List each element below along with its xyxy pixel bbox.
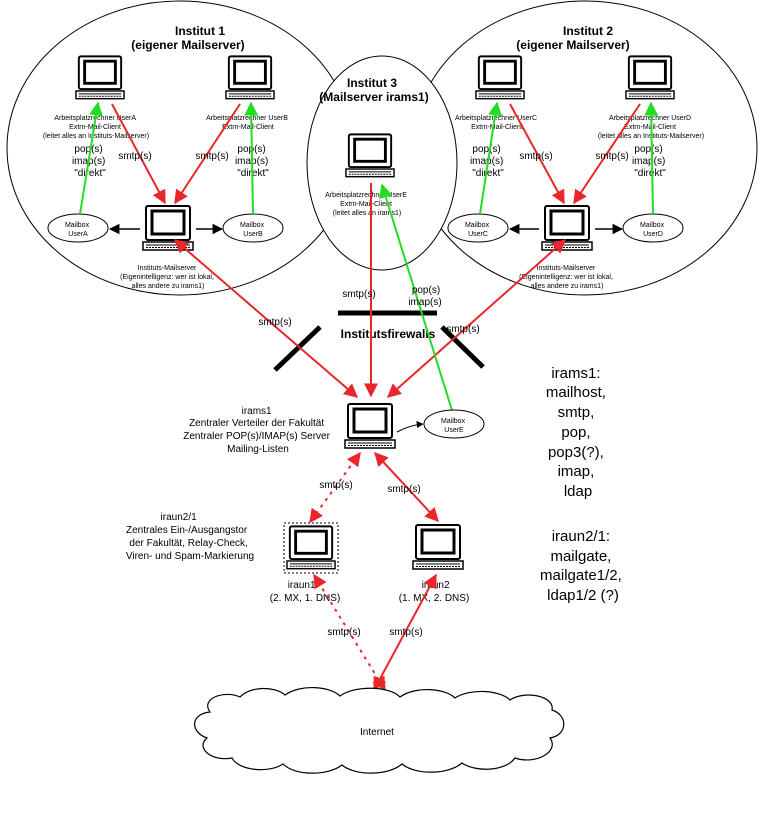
smtp-label-center: smtp(s) <box>342 289 375 300</box>
smtp-label-iraun1: smtp(s) <box>319 480 352 491</box>
firewalls-label: Institutsfirewalls <box>341 327 436 341</box>
smtp-label-b: smtp(s) <box>195 151 228 162</box>
internet-cloud <box>194 687 565 774</box>
mailbox-usere <box>423 409 485 439</box>
mailbox-usera-label: Mailbox UserA <box>65 222 91 238</box>
irams1-server-icon <box>344 403 396 450</box>
pop-label-e: pop(s) <box>412 285 440 296</box>
ws-userb-label: Arbeitsplatzrechner UserB Extrn-Mail-Cli… <box>206 115 290 131</box>
mailbox-userc-label: Mailbox UserC <box>465 222 491 238</box>
inst2-subtitle: (eigener Mailserver) <box>516 38 629 52</box>
workstation-userb-icon <box>225 55 275 101</box>
inst2-proto-c: pop(s) imap(s) "direkt" <box>470 144 506 179</box>
smtp-label-iraun2: smtp(s) <box>387 484 420 495</box>
inst2-title: Institut 2 <box>563 24 613 38</box>
edge-smtp-userc <box>509 103 565 205</box>
mailbox-usera <box>47 213 109 243</box>
edge-pop-userb <box>244 101 259 215</box>
edge-iraun2-internet <box>373 573 437 692</box>
inst2-mailserver-label: Instituts-Mailserver (Eigenintelligenz: … <box>519 265 615 290</box>
edge-iraun1-internet <box>313 573 386 692</box>
irams1-notes: irams1: mailhost, smtp, pop, pop3(?), im… <box>546 365 610 500</box>
workstation-usera-icon <box>75 55 125 101</box>
workstation-userd-icon <box>625 55 675 101</box>
inst2-proto-d: pop(s) imap(s) "direkt" <box>632 144 668 179</box>
inst3-subtitle: (Mailserver irams1) <box>319 90 428 104</box>
ws-userc-label: Arbeitsplatzrechner UserC Extrn-Mail-Cli… <box>455 115 539 131</box>
workstation-userc-icon <box>475 55 525 101</box>
edge-smtp-userb <box>174 103 241 205</box>
irams1-label: irams1 Zentraler Verteiler der Fakultät … <box>183 406 332 455</box>
mailbox-userb-label: Mailbox UserB <box>240 222 266 238</box>
smtp-label-d: smtp(s) <box>595 151 628 162</box>
inst1-title: Institut 1 <box>175 24 225 38</box>
firewall-bar-left <box>273 325 322 372</box>
edge-inst1-irams1 <box>173 239 359 398</box>
mailbox-userd-label: Mailbox UserD <box>640 222 666 238</box>
imap-label-e: imap(s) <box>408 297 441 308</box>
iraun1-label: iraun1 (2. MX, 1. DNS) <box>270 580 341 604</box>
inst3-title: Institut 3 <box>347 76 397 90</box>
inst1-subtitle: (eigener Mailserver) <box>131 38 244 52</box>
inst2-mailserver-icon <box>541 205 593 252</box>
iraun1-server-icon <box>286 525 336 571</box>
edge-inst2-irams1 <box>386 239 567 398</box>
workstation-usere-icon <box>345 133 395 179</box>
edge-irams1-iraun2 <box>374 451 439 523</box>
iraun2-label: iraun2 (1. MX, 2. DNS) <box>399 580 470 604</box>
iraun2-server-icon <box>412 524 464 571</box>
edge-pop-userc <box>479 101 503 215</box>
inst1-mailserver-icon <box>142 205 194 252</box>
smtp-label-a: smtp(s) <box>118 151 151 162</box>
edge-irams1-mbE <box>396 420 424 433</box>
inst1-mailserver-label: Instituts-Mailserver (Eigenintelligenz: … <box>120 265 216 290</box>
smtp-label-net2: smtp(s) <box>389 627 422 638</box>
smtp-label-net1: smtp(s) <box>327 627 360 638</box>
iraun-notes: iraun2/1: mailgate, mailgate1/2, ldap1/2… <box>540 528 626 604</box>
edge-smtp-usera <box>111 103 166 205</box>
smtp-label-left: smtp(s) <box>258 317 291 328</box>
ws-usere-label: Arbeitsplatzrechner UserE Extrn-Mail-Cli… <box>325 192 409 217</box>
edge-smtp-userd <box>573 103 641 205</box>
edge-pop-userd <box>644 101 659 215</box>
edge-irams1-iraun1 <box>309 451 361 524</box>
edge-pop-usera <box>79 101 103 215</box>
edge-pop-usere <box>379 183 456 421</box>
smtp-label-right: smtp(s) <box>446 324 479 335</box>
iraun-label: iraun2/1 Zentrales Ein-/Ausgangstor der … <box>126 512 254 562</box>
mailbox-usere-label: Mailbox UserE <box>441 418 467 434</box>
smtp-label-c: smtp(s) <box>519 151 552 162</box>
internet-label: Internet <box>360 727 394 738</box>
